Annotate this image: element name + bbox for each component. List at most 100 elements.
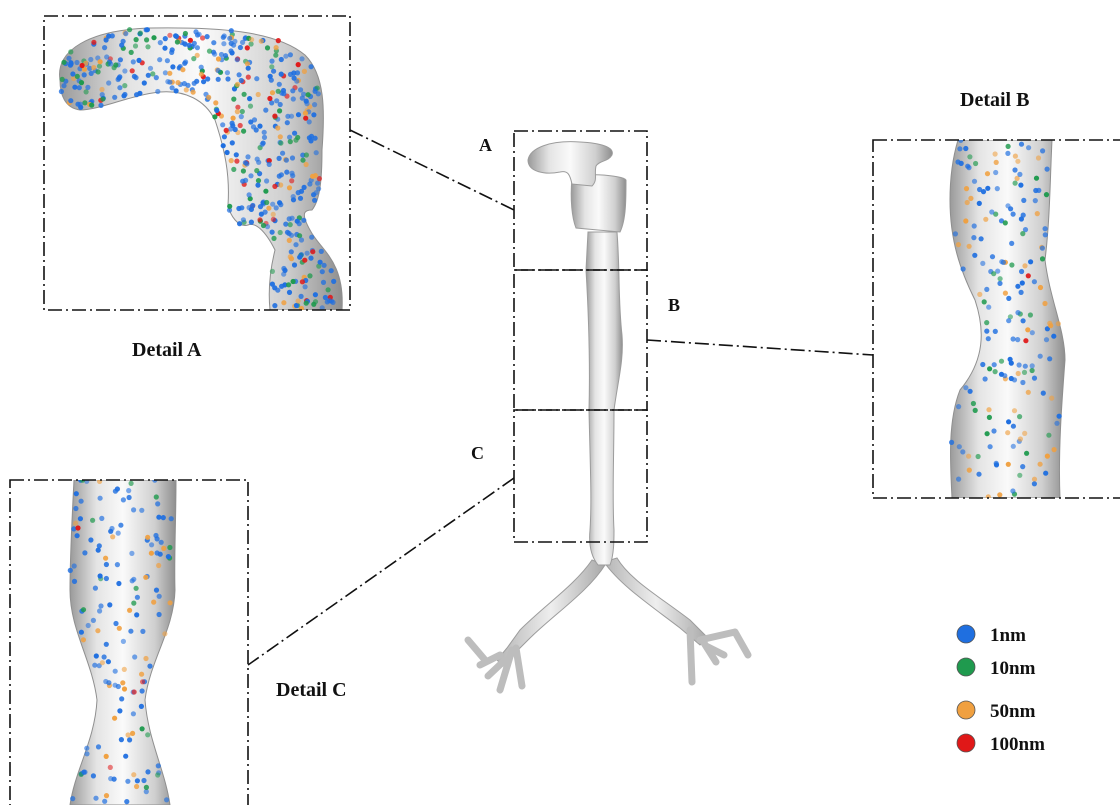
- particle-dot: [112, 95, 117, 100]
- particle-dot: [285, 120, 290, 125]
- particle-dot: [112, 716, 117, 721]
- particle-dot: [967, 244, 972, 249]
- particle-dot: [1015, 310, 1020, 315]
- particle-dot: [293, 242, 298, 247]
- particle-dot: [59, 89, 64, 94]
- particle-dot: [299, 237, 304, 242]
- particle-dot: [1026, 273, 1031, 278]
- particle-dot: [207, 49, 212, 54]
- particle-dot: [231, 97, 236, 102]
- particle-dot: [180, 67, 185, 72]
- particle-dot: [1019, 290, 1024, 295]
- particle-dot: [1043, 471, 1048, 476]
- particle-dot: [145, 732, 150, 737]
- particle-dot: [104, 576, 109, 581]
- particle-dot: [298, 87, 303, 92]
- particle-dot: [134, 37, 139, 42]
- particle-dot: [965, 200, 970, 205]
- particle-dot: [221, 35, 226, 40]
- particle-dot: [1011, 336, 1016, 341]
- particle-dot: [313, 292, 318, 297]
- particle-dot: [301, 92, 306, 97]
- particle-dot: [304, 101, 309, 106]
- particle-dot: [982, 299, 987, 304]
- particle-dot: [1017, 414, 1022, 419]
- particle-dot: [170, 64, 175, 69]
- particle-dot: [993, 369, 998, 374]
- legend-label-1nm: 1nm: [990, 625, 1026, 646]
- particle-dot: [155, 550, 160, 555]
- particle-dot: [280, 151, 285, 156]
- particle-dot: [234, 159, 239, 164]
- particle-dot: [271, 236, 276, 241]
- particle-dot: [272, 184, 277, 189]
- particle-dot: [287, 238, 292, 243]
- particle-dot: [119, 696, 124, 701]
- particle-dot: [68, 98, 73, 103]
- particle-dot: [191, 90, 196, 95]
- particle-dot: [993, 170, 998, 175]
- particle-dot: [1021, 198, 1026, 203]
- particle-dot: [1020, 280, 1025, 285]
- particle-dot: [972, 223, 977, 228]
- particle-dot: [240, 109, 245, 114]
- particle-dot: [288, 52, 293, 57]
- particle-dot: [1006, 296, 1011, 301]
- particle-dot: [68, 568, 73, 573]
- particle-dot: [156, 763, 161, 768]
- particle-dot: [248, 119, 253, 124]
- particle-dot: [82, 550, 87, 555]
- particle-dot: [1023, 364, 1028, 369]
- particle-dot: [963, 385, 968, 390]
- particle-dot: [1019, 216, 1024, 221]
- particle-dot: [100, 660, 105, 665]
- particle-dot: [299, 294, 304, 299]
- particle-dot: [1015, 159, 1020, 164]
- particle-dot: [993, 151, 998, 156]
- particle-dot: [963, 218, 968, 223]
- particle-dot: [997, 281, 1002, 286]
- particle-dot: [1003, 291, 1008, 296]
- particle-dot: [1038, 285, 1043, 290]
- particle-dot: [265, 45, 270, 50]
- particle-dot: [149, 542, 154, 547]
- particle-dot: [304, 301, 309, 306]
- detail-b-label: Detail B: [960, 89, 1029, 111]
- particle-dot: [977, 292, 982, 297]
- particle-dot: [329, 268, 334, 273]
- particle-dot: [287, 185, 292, 190]
- particle-dot: [104, 754, 109, 759]
- particle-dot: [245, 61, 250, 66]
- particle-dot: [149, 551, 154, 556]
- particle-dot: [225, 70, 230, 75]
- particle-dot: [117, 85, 122, 90]
- particle-dot: [274, 45, 279, 50]
- particle-dot: [86, 623, 91, 628]
- particle-dot: [174, 88, 179, 93]
- particle-dot: [219, 52, 224, 57]
- particle-dot: [275, 288, 280, 293]
- particle-dot: [81, 770, 86, 775]
- particle-dot: [122, 686, 127, 691]
- particle-dot: [144, 27, 149, 32]
- particle-dot: [287, 290, 292, 295]
- particle-dot: [122, 92, 127, 97]
- legend-item-10nm: 10nm: [957, 658, 1036, 679]
- particle-dot: [313, 89, 318, 94]
- particle-dot: [960, 449, 965, 454]
- particle-dot: [230, 121, 235, 126]
- particle-dot: [980, 362, 985, 367]
- particle-dot: [237, 221, 242, 226]
- particle-dot: [155, 501, 160, 506]
- particle-dot: [286, 282, 291, 287]
- particle-dot: [262, 130, 267, 135]
- particle-dot: [131, 577, 136, 582]
- particle-dot: [199, 72, 204, 77]
- particle-dot: [1026, 145, 1031, 150]
- particle-dot: [214, 108, 219, 113]
- particle-dot: [233, 127, 238, 132]
- particle-dot: [119, 737, 124, 742]
- particle-dot: [235, 105, 240, 110]
- particle-dot: [104, 54, 109, 59]
